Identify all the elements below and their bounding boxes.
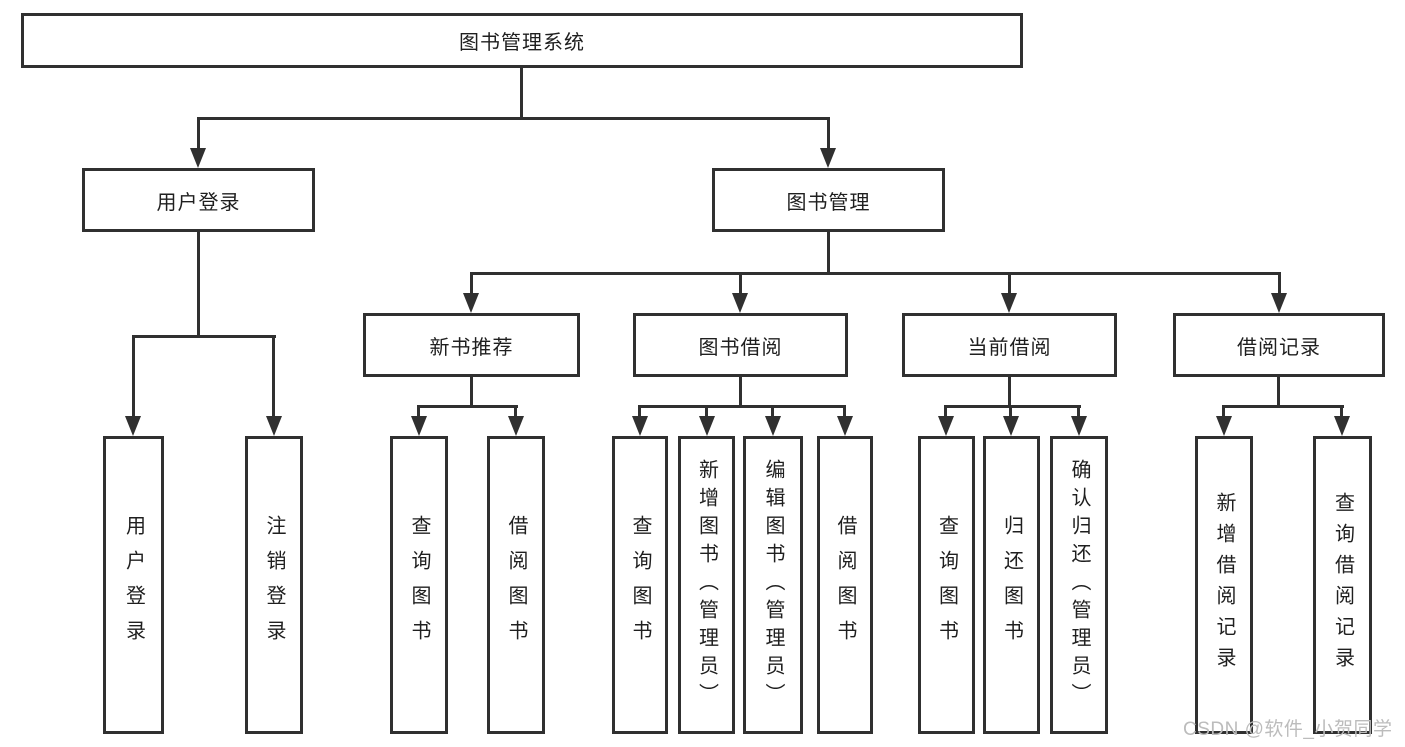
leaf-edit-books-admin: 编辑图书（管理员） — [743, 436, 803, 734]
connector-user-login-stem — [197, 232, 200, 335]
arrow-down-user-login — [190, 148, 206, 168]
node-new-book-recommend: 新书推荐 — [363, 313, 580, 377]
connector-drop-book-management — [827, 117, 830, 150]
node-current-borrow: 当前借阅 — [902, 313, 1117, 377]
leaf-add-borrow-record-label: 新增借阅记录 — [1213, 492, 1235, 678]
connector-root-stem — [520, 68, 523, 117]
connector-root-hbar — [197, 117, 830, 120]
connector-book-borrow-stem — [739, 377, 742, 405]
leaf-query-books-3: 查询图书 — [918, 436, 975, 734]
connector-new-book-hbar — [417, 405, 518, 408]
connector-drop-add-books — [705, 405, 708, 418]
connector-drop-return-books — [1009, 405, 1012, 418]
leaf-borrow-books-1-label: 借阅图书 — [505, 515, 527, 655]
leaf-edit-books-admin-label: 编辑图书（管理员） — [762, 459, 784, 711]
connector-drop-query-books-1 — [417, 405, 420, 418]
connector-current-borrow-hbar — [944, 405, 1081, 408]
connector-borrow-record-hbar — [1222, 405, 1344, 408]
connector-drop-new-book-recommend — [470, 272, 473, 295]
leaf-query-books-3-label: 查询图书 — [935, 515, 958, 655]
leaf-query-books-1-label: 查询图书 — [408, 515, 430, 655]
leaf-user-login: 用户登录 — [103, 436, 164, 734]
connector-drop-borrow-books-1 — [514, 405, 517, 418]
arrow-down-book-management — [820, 148, 836, 168]
leaf-query-borrow-record: 查询借阅记录 — [1313, 436, 1372, 734]
leaf-query-borrow-record-label: 查询借阅记录 — [1331, 492, 1354, 678]
leaf-logout: 注销登录 — [245, 436, 303, 734]
connector-book-management-stem — [827, 232, 830, 272]
connector-drop-edit-books — [771, 405, 774, 418]
leaf-borrow-books-2-label: 借阅图书 — [834, 515, 856, 655]
leaf-add-books-admin-label: 新增图书（管理员） — [695, 459, 718, 711]
node-user-login: 用户登录 — [82, 168, 315, 232]
leaf-logout-label: 注销登录 — [263, 515, 285, 655]
node-book-management: 图书管理 — [712, 168, 945, 232]
arrow-down-query-books-3 — [938, 416, 954, 436]
leaf-add-borrow-record: 新增借阅记录 — [1195, 436, 1253, 734]
leaf-borrow-books-1: 借阅图书 — [487, 436, 545, 734]
arrow-down-borrow-books-1 — [508, 416, 524, 436]
arrow-down-current-borrow — [1001, 293, 1017, 313]
node-borrow-record: 借阅记录 — [1173, 313, 1385, 377]
arrow-down-borrow-record — [1271, 293, 1287, 313]
connector-drop-borrow-record — [1278, 272, 1281, 295]
connector-drop-query-borrow-record — [1340, 405, 1343, 418]
connector-level3-hbar — [470, 272, 1281, 275]
leaf-add-books-admin: 新增图书（管理员） — [678, 436, 735, 734]
arrow-down-edit-books — [765, 416, 781, 436]
arrow-down-leaf-user-login — [125, 416, 141, 436]
leaf-return-books: 归还图书 — [983, 436, 1040, 734]
arrow-down-add-books — [699, 416, 715, 436]
connector-drop-query-books-3 — [944, 405, 947, 418]
connector-drop-add-borrow-record — [1222, 405, 1225, 418]
arrow-down-query-books-1 — [411, 416, 427, 436]
connector-drop-confirm-return — [1077, 405, 1080, 418]
arrow-down-add-borrow-record — [1216, 416, 1232, 436]
arrow-down-return-books — [1003, 416, 1019, 436]
connector-drop-user-login — [197, 117, 200, 150]
connector-book-borrow-hbar — [638, 405, 846, 408]
arrow-down-query-books-2 — [632, 416, 648, 436]
leaf-query-books-2-label: 查询图书 — [629, 515, 651, 655]
leaf-borrow-books-2: 借阅图书 — [817, 436, 873, 734]
leaf-confirm-return-admin-label: 确认归还（管理员） — [1068, 459, 1090, 711]
node-root-library-management-system: 图书管理系统 — [21, 13, 1023, 68]
connector-drop-borrow-books-2 — [843, 405, 846, 418]
leaf-user-login-label: 用户登录 — [122, 515, 145, 655]
arrow-down-query-borrow-record — [1334, 416, 1350, 436]
connector-new-book-stem — [470, 377, 473, 405]
connector-drop-query-books-2 — [638, 405, 641, 418]
leaf-query-books-2: 查询图书 — [612, 436, 668, 734]
arrow-down-new-book-recommend — [463, 293, 479, 313]
connector-drop-current-borrow — [1008, 272, 1011, 295]
connector-current-borrow-stem — [1008, 377, 1011, 405]
connector-drop-leaf-logout — [272, 335, 275, 418]
arrow-down-book-borrow — [732, 293, 748, 313]
connector-borrow-record-stem — [1277, 377, 1280, 405]
arrow-down-confirm-return — [1071, 416, 1087, 436]
csdn-watermark: CSDN @软件_小贺同学 — [1183, 719, 1393, 740]
connector-drop-leaf-user-login — [132, 335, 135, 418]
leaf-query-books-1: 查询图书 — [390, 436, 448, 734]
node-book-borrow: 图书借阅 — [633, 313, 848, 377]
arrow-down-leaf-logout — [266, 416, 282, 436]
arrow-down-borrow-books-2 — [837, 416, 853, 436]
leaf-confirm-return-admin: 确认归还（管理员） — [1050, 436, 1108, 734]
connector-drop-book-borrow — [739, 272, 742, 295]
leaf-return-books-label: 归还图书 — [1000, 515, 1023, 655]
connector-user-login-hbar — [132, 335, 276, 338]
